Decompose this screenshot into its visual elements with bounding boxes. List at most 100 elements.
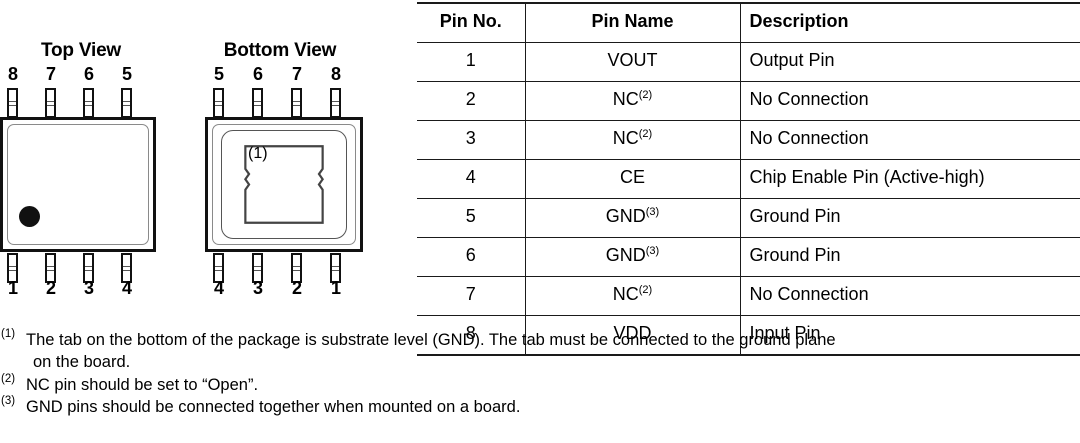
top-view-pin-label-5: 5 bbox=[121, 64, 132, 84]
cell-pin-no: 8 bbox=[417, 315, 526, 356]
top-view-lead-3 bbox=[83, 253, 94, 283]
table-row: 4 CE Chip Enable Pin (Active-high) bbox=[417, 159, 1080, 199]
lead-band bbox=[215, 266, 222, 271]
exposed-pad-tab: (1) bbox=[238, 141, 330, 228]
footnote-text: GND pins should be connected together wh… bbox=[26, 398, 521, 417]
bottom-view-lead-4 bbox=[213, 253, 224, 283]
bottom-view-pin-label-6: 6 bbox=[252, 64, 263, 84]
cell-pin-name: NC(2) bbox=[525, 81, 741, 121]
cell-pin-no: 3 bbox=[417, 120, 526, 160]
bottom-view-lead-5 bbox=[213, 88, 224, 118]
pin-1-marker-dot-icon bbox=[19, 206, 40, 227]
top-view-lead-7 bbox=[45, 88, 56, 118]
lead-band bbox=[215, 101, 222, 106]
footnote-text-line2: on the board. bbox=[33, 352, 131, 371]
cell-pin-name: GND(3) bbox=[525, 237, 741, 277]
top-view-lead-4 bbox=[121, 253, 132, 283]
table-row: 1 VOUT Output Pin bbox=[417, 42, 1080, 82]
top-view-title: Top View bbox=[40, 40, 122, 61]
bottom-view-lead-3 bbox=[252, 253, 263, 283]
cell-pin-name: GND(3) bbox=[525, 198, 741, 238]
pin-name-footnote-ref: (2) bbox=[638, 284, 653, 297]
bottom-view-title: Bottom View bbox=[223, 40, 337, 61]
top-view-pin-label-1: 1 bbox=[7, 278, 18, 298]
cell-pin-no: 1 bbox=[417, 42, 526, 82]
cell-pin-name: VOUT bbox=[525, 42, 741, 82]
footnote: (2)NC pin should be set to “Open”. bbox=[0, 373, 1080, 397]
pin-name-footnote-ref: (2) bbox=[638, 89, 653, 102]
pin-name-text: CE bbox=[619, 167, 645, 188]
package-diagrams: Top View 8 7 6 5 1 2 3 4 Bottom View 5 6… bbox=[0, 0, 410, 325]
lead-band bbox=[47, 101, 54, 106]
cell-pin-no: 5 bbox=[417, 198, 526, 238]
pin-name-text: VOUT bbox=[607, 50, 658, 71]
lead-band bbox=[85, 101, 92, 106]
lead-band bbox=[9, 101, 16, 106]
top-view-lead-6 bbox=[83, 88, 94, 118]
top-view-pin-label-4: 4 bbox=[121, 278, 132, 298]
lead-band bbox=[293, 266, 300, 271]
cell-pin-no: 2 bbox=[417, 81, 526, 121]
footnote: (1) The tab on the bottom of the package … bbox=[0, 328, 1080, 374]
lead-band bbox=[123, 266, 130, 271]
bottom-view-diagram: Bottom View 5 6 7 8 (1) 4 3 bbox=[190, 0, 380, 320]
cell-pin-no: 4 bbox=[417, 159, 526, 199]
bottom-view-lead-6 bbox=[252, 88, 263, 118]
bottom-view-pin-label-1: 1 bbox=[330, 278, 341, 298]
pin-name-footnote-ref: (3) bbox=[645, 245, 660, 258]
package-body-inner-outline bbox=[212, 124, 356, 245]
bottom-view-lead-1 bbox=[330, 253, 341, 283]
bottom-view-pin-label-8: 8 bbox=[330, 64, 341, 84]
column-header-pin-no: Pin No. bbox=[417, 2, 526, 43]
pin-name-text: NC bbox=[612, 284, 639, 305]
top-view-pin-label-2: 2 bbox=[45, 278, 56, 298]
footnote-marker: (1) bbox=[1, 328, 16, 340]
exposed-pad-footnote-ref: (1) bbox=[248, 145, 268, 162]
bottom-view-package-body: (1) bbox=[205, 117, 363, 252]
lead-band bbox=[123, 101, 130, 106]
pin-name-text: VDD bbox=[613, 323, 652, 344]
cell-pin-name: CE bbox=[525, 159, 741, 199]
top-view-pin-label-7: 7 bbox=[45, 64, 56, 84]
cell-description: Ground Pin bbox=[740, 237, 1080, 277]
pin-name-text: GND bbox=[605, 206, 646, 227]
top-view-pin-label-8: 8 bbox=[7, 64, 18, 84]
bottom-view-pin-label-7: 7 bbox=[291, 64, 302, 84]
cell-pin-name: VDD bbox=[525, 315, 741, 356]
footnote-text: NC pin should be set to “Open”. bbox=[26, 375, 259, 394]
column-header-description: Description bbox=[740, 2, 1080, 43]
lead-band bbox=[254, 101, 261, 106]
bottom-view-pin-label-4: 4 bbox=[213, 278, 224, 298]
cell-description: No Connection bbox=[740, 276, 1080, 316]
bottom-view-lead-8 bbox=[330, 88, 341, 118]
top-view-lead-5 bbox=[121, 88, 132, 118]
footnote: (3) GND pins should be connected together… bbox=[0, 395, 1080, 419]
footnote-text: The tab on the bottom of the package is … bbox=[26, 331, 836, 349]
bottom-view-lead-2 bbox=[291, 253, 302, 283]
bottom-view-pin-label-3: 3 bbox=[252, 278, 263, 298]
package-body-inner-outline bbox=[7, 124, 149, 245]
top-view-pin-label-3: 3 bbox=[83, 278, 94, 298]
lead-band bbox=[47, 266, 54, 271]
footnote-marker: (3) bbox=[1, 395, 16, 408]
pin-name-footnote-ref: (2) bbox=[638, 128, 653, 141]
bottom-view-lead-7 bbox=[291, 88, 302, 118]
cell-description: No Connection bbox=[740, 81, 1080, 121]
cell-description: No Connection bbox=[740, 120, 1080, 160]
pin-name-text: NC bbox=[612, 89, 639, 110]
top-view-lead-8 bbox=[7, 88, 18, 118]
bottom-view-pin-label-2: 2 bbox=[291, 278, 302, 298]
top-view-package-body bbox=[0, 117, 156, 252]
cell-description: Output Pin bbox=[740, 42, 1080, 82]
cell-description: Chip Enable Pin (Active-high) bbox=[740, 159, 1080, 199]
exposed-pad-outer-ring bbox=[221, 130, 347, 239]
lead-band bbox=[293, 101, 300, 106]
pin-name-text: GND bbox=[605, 245, 646, 266]
